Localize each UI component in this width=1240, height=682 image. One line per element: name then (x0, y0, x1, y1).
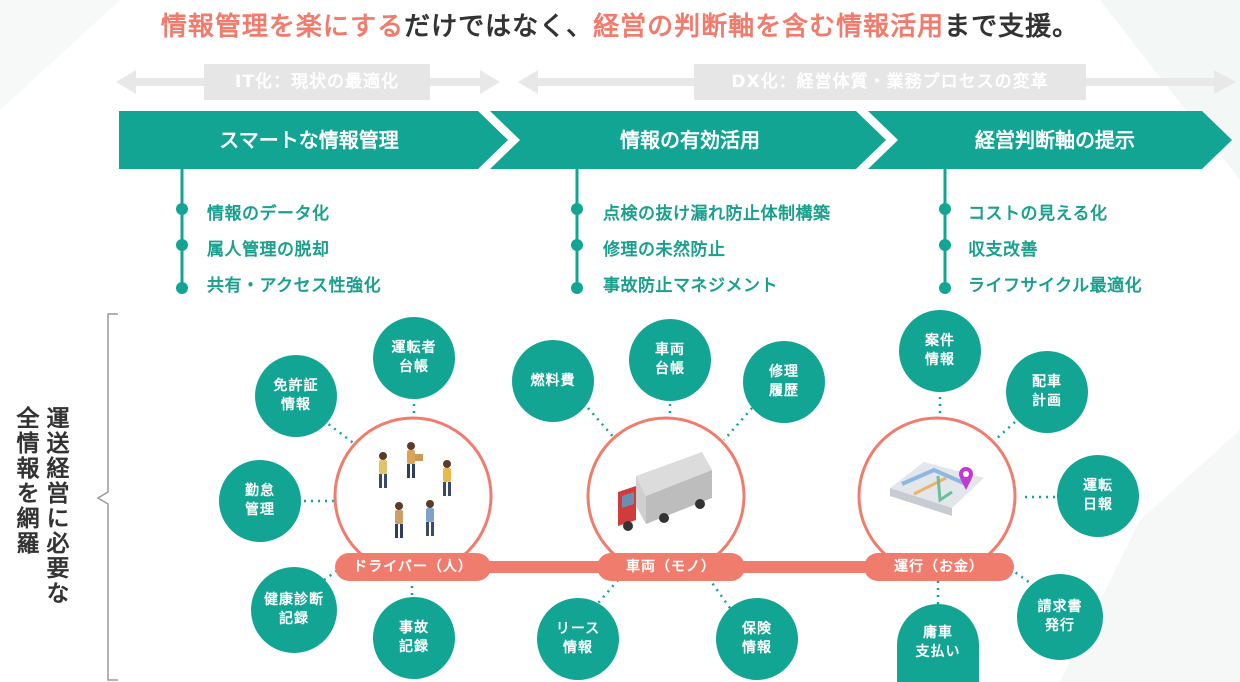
bullet-text: 収支改善 (968, 240, 1038, 260)
it-arrow-left-head (116, 70, 136, 94)
hub-ring-drivers (333, 416, 493, 576)
info-node-daily-report: 運転 日報 (1057, 455, 1139, 537)
map-illustration (890, 462, 984, 516)
bullet-dot (939, 203, 951, 215)
headline-text-1: だけではなく、 (404, 12, 594, 42)
bullet-dot (939, 282, 951, 294)
side-title-line-2: 全情報を網羅 (12, 406, 38, 556)
info-node-repair-history: 修理 履歴 (743, 341, 825, 423)
bullet-text: 修理の未然防止 (603, 240, 726, 260)
bullet-dot (176, 203, 188, 215)
info-node-fuel-cost: 燃料費 (512, 340, 594, 422)
hub-label-operations: 運行（お金） (864, 553, 1014, 581)
step-title-1: スマートな情報管理 (219, 128, 399, 152)
hub-label-drivers: ドライバー（人） (335, 553, 491, 581)
info-node-attendance: 勤怠 管理 (219, 460, 301, 542)
info-node-subcontract-payment: 庸車 支払い (897, 604, 979, 682)
info-node-vehicle-register: 車両 台帳 (629, 319, 711, 401)
side-title-line-1: 運送経営に必要な (42, 406, 68, 606)
bullet-text: ライフサイクル最適化 (968, 276, 1143, 296)
truck-illustration (618, 452, 712, 531)
bullet-dot (571, 239, 583, 251)
info-node-job-info: 案件 情報 (899, 310, 981, 392)
bullet-text: コストの見える化 (968, 204, 1108, 224)
bullet-text: 情報のデータ化 (207, 204, 330, 224)
bullet-text: 点検の抜け漏れ防止体制構築 (603, 204, 831, 224)
dx-phase-label: DX化：経営体質・業務プロセスの変革 (694, 64, 1086, 100)
step-title-3: 経営判断軸の提示 (975, 128, 1135, 152)
info-node-driver-register: 運転者 台帳 (373, 317, 455, 399)
info-node-dispatch-plan: 配車 計画 (1006, 351, 1088, 433)
bullet-dot (571, 282, 583, 294)
it-phase-label: IT化：現状の最適化 (204, 64, 430, 100)
headline-highlight-2: 経営の判断軸を含む情報活用 (593, 12, 945, 42)
bullet-dot (176, 239, 188, 251)
dx-arrow-right-head (1214, 70, 1236, 94)
headline: 情報管理を楽にするだけではなく、経営の判断軸を含む情報活用まで支援。 (0, 6, 1240, 43)
bullet-text: 事故防止マネジメント (603, 276, 778, 296)
info-node-insurance-info: 保険 情報 (716, 598, 798, 680)
step-title-2: 情報の有効活用 (620, 128, 760, 152)
drivers-illustration (379, 442, 451, 538)
hub-label-vehicles: 車両（モノ） (597, 553, 745, 581)
hub-ring-operations (857, 416, 1017, 576)
it-arrow-right-head (480, 70, 500, 94)
bullet-dot (176, 282, 188, 294)
bullet-dot (939, 239, 951, 251)
bullet-text: 属人管理の脱却 (207, 240, 330, 260)
hub-ring-vehicles (586, 416, 746, 576)
dx-arrow-left-head (518, 70, 538, 94)
info-node-health-check: 健康診断 記録 (251, 567, 337, 653)
info-node-invoice: 請求書 発行 (1017, 574, 1103, 660)
info-node-license: 免許証 情報 (255, 355, 337, 437)
headline-text-2: まで支援。 (944, 12, 1080, 42)
bullet-text: 共有・アクセス性強化 (207, 276, 382, 296)
bullet-dot (571, 203, 583, 215)
info-node-lease-info: リース 情報 (537, 598, 619, 680)
info-node-accident-record: 事故 記録 (373, 597, 455, 679)
headline-highlight-1: 情報管理を楽にする (160, 12, 405, 42)
